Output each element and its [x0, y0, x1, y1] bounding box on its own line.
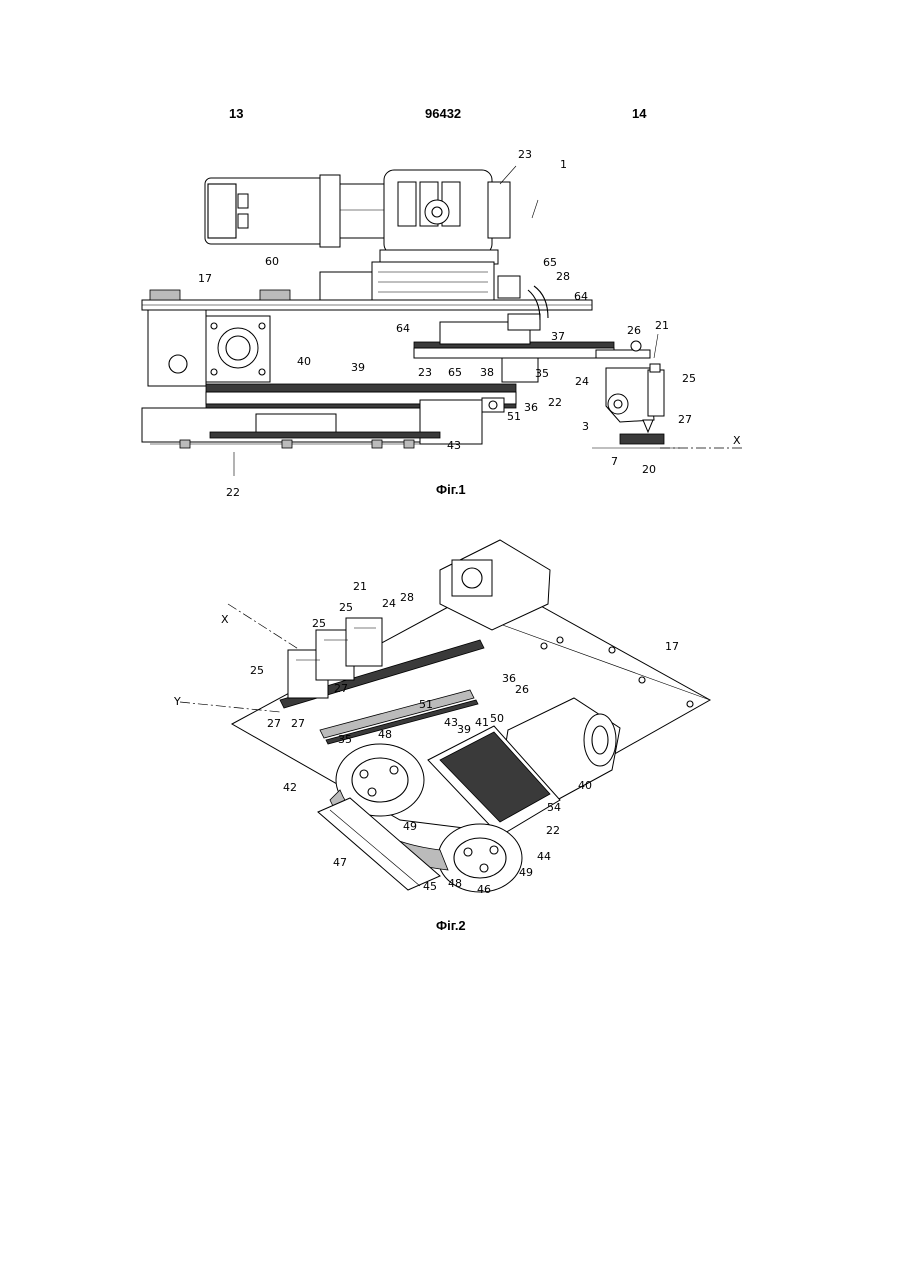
fig2-label-54: 54	[547, 801, 561, 814]
fig2-label-44: 44	[537, 850, 551, 863]
fig2-label-36: 36	[502, 672, 516, 685]
fig2-label-24: 24	[382, 597, 396, 610]
fig2-label-21: 21	[353, 580, 367, 593]
fig2-label-25b: 25	[312, 617, 326, 630]
fig2-label-47: 47	[333, 856, 347, 869]
fig2-label-35: 35	[338, 733, 352, 746]
fig2-label-Y: Y	[174, 695, 181, 708]
fig2-label-43: 43	[444, 716, 458, 729]
fig2-label-27c: 27	[291, 717, 305, 730]
fig2-label-25a: 25	[339, 601, 353, 614]
figure-2-caption: Фіг.2	[436, 918, 466, 933]
fig2-label-51: 51	[419, 698, 433, 711]
fig2-label-45: 45	[423, 880, 437, 893]
fig2-label-26: 26	[515, 683, 529, 696]
fig2-label-25c: 25	[250, 664, 264, 677]
fig2-label-17: 17	[665, 640, 679, 653]
fig2-label-46: 46	[477, 883, 491, 896]
fig2-label-41: 41	[475, 716, 489, 729]
fig2-label-48b: 48	[448, 877, 462, 890]
fig2-label-42: 42	[283, 781, 297, 794]
fig2-label-28: 28	[400, 591, 414, 604]
fig2-label-39: 39	[457, 723, 471, 736]
fig2-label-49b: 49	[519, 866, 533, 879]
fig2-label-22: 22	[546, 824, 560, 837]
fig2-label-50: 50	[490, 712, 504, 725]
axis-x-line-fig2	[228, 604, 300, 650]
fig2-label-40: 40	[578, 779, 592, 792]
fig2-label-48a: 48	[378, 728, 392, 741]
fig2-label-49a: 49	[403, 820, 417, 833]
fig2-label-X: X	[221, 613, 229, 626]
fig2-label-27a: 27	[334, 682, 348, 695]
fig2-label-27b: 27	[267, 717, 281, 730]
